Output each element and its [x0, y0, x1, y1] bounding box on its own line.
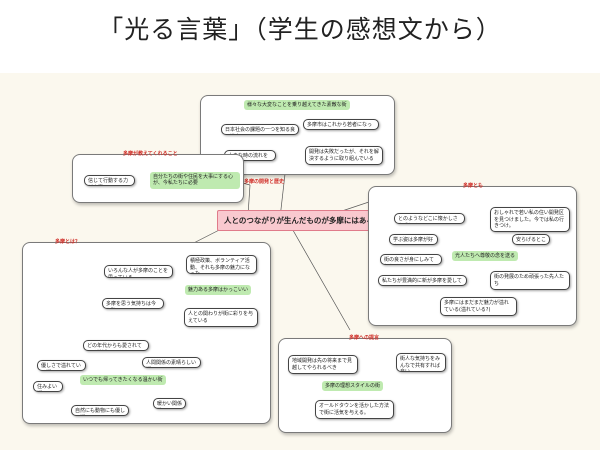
left-hub2-item-5[interactable]: 自然にも動物にも優しい街	[71, 405, 129, 416]
left-hub2-node[interactable]: いつでも帰ってきたくなる温かい街	[80, 375, 166, 385]
right-big-label: 多摩とも	[463, 183, 484, 189]
right-hub-node[interactable]: 光人たちへ尊敬の念を送る	[452, 251, 519, 261]
right-item-6[interactable]: 私たちが豊満的に新が多摩を愛していく	[378, 275, 467, 286]
left-hub1-item-3[interactable]: 多摩を思う気持ちは今も強い	[102, 298, 164, 309]
left-hub1-item-2[interactable]: 積極政策、ボランティア活動、それも多摩の魅力になった	[186, 255, 257, 274]
left-hub1-node[interactable]: 魅力ある多摩はかっこいい	[185, 285, 252, 295]
bottom-hub-node[interactable]: 多摩の理想スタイルの街	[322, 381, 384, 391]
bottom-item-2[interactable]: 街人な気持ちをみんなで共有すれば良い	[396, 353, 446, 372]
bottom-item-1[interactable]: 地域開発は先の将来まで見越してやられるべき	[288, 355, 358, 374]
central-node[interactable]: 人とのつながりが生んだものが多摩にはある。	[217, 210, 389, 231]
right-item-5[interactable]: 街の良さが身にしみてわかる	[380, 254, 442, 265]
top-item-1[interactable]: 日本社会の課題の一つを知る良い機会	[221, 124, 299, 135]
top-header-node[interactable]: 様々な大変なことを乗り越えてきた素敵な街	[244, 100, 350, 110]
left-hub2-item-6[interactable]: 暖かい関係性	[153, 398, 186, 409]
left-small-item-1[interactable]: 信じて行動する力が大事	[84, 175, 135, 186]
left-big-label: 多摩とは？	[55, 239, 81, 245]
left-small-item-2[interactable]: 自分たちの街や住民を大事にする心が、今私たちに必要	[150, 172, 240, 189]
top-item-4[interactable]: 開発は失敗だったが、それを解決するように取り組んでいる	[305, 146, 383, 165]
left-hub2-item-1[interactable]: どの年代からも愛されている地域	[83, 340, 149, 351]
right-item-4[interactable]: 安らげるところ	[512, 234, 550, 245]
top-item-2[interactable]: 多摩市はこれから若者になっていく	[303, 119, 379, 130]
left-hub1-item-4[interactable]: 人との関わりが街に彩りを与えている	[184, 308, 258, 327]
right-item-3[interactable]: 学ぶ姿は多摩が好き	[389, 234, 438, 245]
bottom-label: 多摩への提言	[349, 335, 380, 341]
left-hub2-item-4[interactable]: 住みよい街	[33, 381, 63, 392]
bottom-item-3[interactable]: オールドタウンを活かした方法で街に活気を与える。	[315, 400, 394, 419]
right-item-7[interactable]: 街の発展のため頑張った先人たち	[490, 271, 570, 290]
page-title: 「光る言葉」（学生の感想文から）	[98, 15, 502, 44]
left-small-label: 多摩が教えてくれること	[123, 151, 178, 157]
mid-history-label: 多摩の開発と歴史	[244, 179, 285, 185]
right-item-1[interactable]: とのようなどこに懐かしさを感じる	[394, 213, 465, 224]
left-hub1-item-1[interactable]: いろんな人が多摩のことを思っている。	[104, 265, 173, 278]
right-item-2[interactable]: おしゃれで若い私の住い開発区を見つけました。今では私の行きつけ。	[490, 207, 570, 232]
left-hub2-item-2[interactable]: 人間関係の素晴らしい街	[142, 357, 201, 368]
left-hub2-item-3[interactable]: 優しさで溢れている街	[37, 360, 86, 371]
right-item-8[interactable]: 多摩にはまだまだ魅力が溢れている(溢れている?)	[440, 297, 517, 316]
